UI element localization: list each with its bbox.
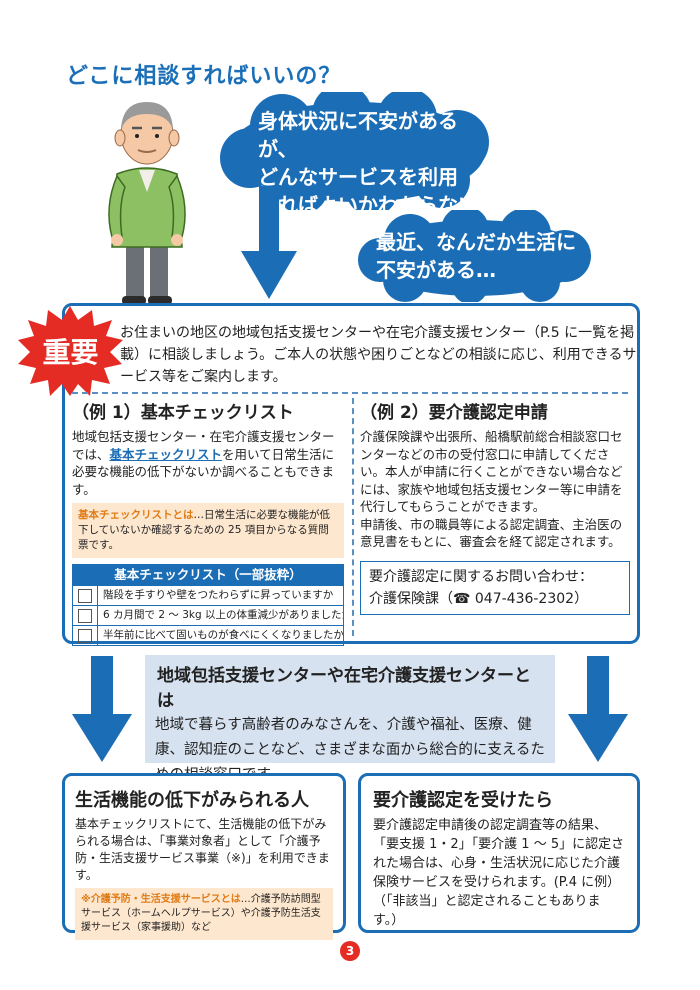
checkbox[interactable] (78, 588, 92, 603)
left-result-box: 生活機能の低下がみられる人 基本チェックリストにて、生活機能の低下がみられる場合… (62, 773, 346, 940)
speech-cloud-1 (220, 92, 489, 210)
note-keyword: ※介護予防・生活支援サービスとは (81, 894, 241, 905)
page-title: どこに相談すればいいの？ (66, 64, 342, 89)
example-2-body-1: 介護保険課や出張所、船橋駅前総合相談窓口センターなどの市の受付窓口に申請してくだ… (360, 429, 623, 514)
checklist-table: 基本チェックリスト（一部抜粋） 階段を手すりや壁をつたわらずに昇っていますか 6… (72, 564, 344, 646)
down-arrow-right-icon (568, 656, 628, 762)
page-number: 3 (340, 941, 360, 961)
important-starburst-icon (18, 306, 123, 396)
example-1-section: （例 1）基本チェックリスト 地域包括支援センター・在宅介護支援センターでは、基… (72, 398, 344, 646)
cloud-2-line: 最近、なんだか生活に (376, 230, 576, 254)
contact-label: 要介護認定に関するお問い合わせ： (369, 568, 593, 585)
speech-cloud-2 (358, 210, 591, 302)
intro-text: お住まいの地区の地域包括支援センターや在宅介護支援センター（P.5 に一覧を掲載… (120, 325, 637, 385)
checklist-title: 基本チェックリスト（一部抜粋） (72, 564, 344, 586)
example-1-heading: （例 1）基本チェックリスト (72, 403, 294, 423)
down-arrow-left-icon (72, 656, 132, 762)
center-info-heading: 地域包括支援センターや在宅介護支援センターとは (157, 666, 531, 711)
divider (72, 392, 628, 394)
important-badge: 重要 (42, 336, 99, 369)
left-result-heading: 生活機能の低下がみられる人 (75, 790, 309, 811)
example-1-body-post: を用いて日常生活に必要な機能の低下がないか調べることもできます。 (72, 446, 335, 497)
cloud-1-line: 身体状況に不安があるが、 (258, 109, 458, 161)
elderly-man-illustration (108, 102, 186, 305)
checklist-row: 階段を手すりや壁をつたわらずに昇っていますか (72, 586, 344, 606)
right-result-box: 要介護認定を受けたら 要介護認定申請後の認定調査等の結果、「要支援 1・2」「要… (358, 773, 640, 933)
cloud-1-text: 身体状況に不安があるが、 どんなサービスを利用 すればよいかわからない (258, 107, 488, 219)
center-info-box: 地域包括支援センターや在宅介護支援センターとは 地域で暮らす高齢者のみなさんを、… (145, 655, 555, 783)
checklist-item: 6 カ月間で 2 ～ 3kg 以上の体重減少がありましたか (97, 606, 343, 625)
example-1-body-pre: 地域包括支援センター・在宅介護支援センターでは、 (72, 429, 335, 462)
example-2-section: （例 2）要介護認定申請 介護保険課や出張所、船橋駅前総合相談窓口センターなどの… (360, 398, 630, 615)
checklist-row: 6 カ月間で 2 ～ 3kg 以上の体重減少がありましたか (72, 606, 344, 626)
checklist-item: 半年前に比べて固いものが食べにくくなりましたか (97, 626, 343, 645)
basic-checklist-link[interactable]: 基本チェックリスト (109, 446, 223, 462)
example-2-heading: （例 2）要介護認定申請 (360, 403, 548, 423)
left-result-body: 基本チェックリストにて、生活機能の低下がみられる場合は、｢事業対象者」として「介… (75, 817, 330, 882)
checklist-definition-note: 基本チェックリストとは…日常生活に必要な機能が低下していないか確認するための 2… (72, 503, 344, 558)
checklist-item: 階段を手すりや壁をつたわらずに昇っていますか (97, 586, 343, 605)
checkbox[interactable] (78, 608, 92, 623)
right-result-heading: 要介護認定を受けたら (373, 790, 553, 811)
note-text: …介護予防訪問型サービス（ホームヘルプサービス）や介護予防生活支援サービス（家事… (81, 894, 321, 933)
checkbox[interactable] (78, 628, 92, 643)
divider (352, 398, 354, 636)
note-text: …日常生活に必要な機能が低下していないか確認するための 25 項目からなる質問票… (78, 509, 330, 551)
contact-box: 要介護認定に関するお問い合わせ： 介護保険課（☎ 047-436-2302） (360, 560, 630, 615)
cloud-1-line: どんなサービスを利用 (258, 165, 458, 189)
note-keyword: 基本チェックリストとは (78, 509, 194, 521)
down-arrow-icon (241, 186, 297, 299)
right-result-body: 要介護認定申請後の認定調査等の結果、「要支援 1・2」「要介護 1 ～ 5」に認… (373, 818, 625, 928)
example-2-body-2: 申請後、市の職員等による認定調査、主治医の意見書をもとに、審査会を経て認定されま… (360, 516, 623, 550)
checklist-row: 半年前に比べて固いものが食べにくくなりましたか (72, 626, 344, 646)
cloud-2-line: 不安がある… (376, 258, 496, 282)
example-1-body: 地域包括支援センター・在宅介護支援センターでは、基本チェックリストを用いて日常生… (72, 428, 344, 498)
cloud-1-line: すればよいかわからない (258, 193, 478, 217)
contact-phone[interactable]: 介護保険課（☎ 047-436-2302） (369, 590, 589, 607)
cloud-2-text: 最近、なんだか生活に 不安がある… (376, 228, 586, 284)
service-definition-note: ※介護予防・生活支援サービスとは…介護予防訪問型サービス（ホームヘルプサービス）… (75, 888, 333, 940)
